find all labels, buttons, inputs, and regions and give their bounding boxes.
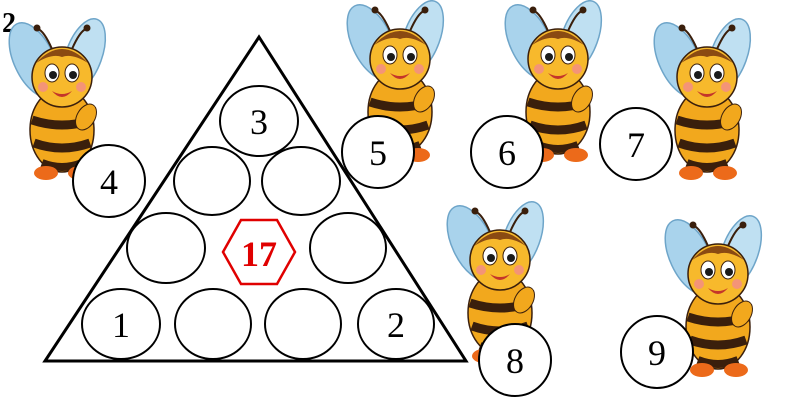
svg-text:4: 4 <box>100 162 118 202</box>
bee-number-card-4[interactable]: 4 <box>73 145 145 217</box>
pyramid-cell-bottom-3[interactable] <box>265 289 341 359</box>
pyramid-cell-row2-right[interactable] <box>262 147 340 215</box>
bee-number-card-5[interactable]: 5 <box>342 116 414 188</box>
pyramid-cell-bottom-4[interactable]: 2 <box>358 289 434 359</box>
bee-number-card-6[interactable]: 6 <box>471 116 543 188</box>
svg-text:3: 3 <box>250 102 268 142</box>
bee-number-card-9[interactable]: 9 <box>621 316 693 388</box>
svg-text:17: 17 <box>241 234 277 274</box>
svg-text:1: 1 <box>112 305 130 345</box>
pyramid-cell-row2-left[interactable] <box>174 147 250 215</box>
svg-text:5: 5 <box>369 133 387 173</box>
pyramid-cell-row3-right[interactable] <box>310 213 386 283</box>
pyramid-cell-top[interactable]: 3 <box>220 86 298 156</box>
pyramid-cell-bottom-1[interactable]: 1 <box>82 289 160 359</box>
svg-text:7: 7 <box>627 125 645 165</box>
pyramid-cell-bottom-2[interactable] <box>175 289 251 359</box>
svg-text:9: 9 <box>648 333 666 373</box>
svg-text:2: 2 <box>387 305 405 345</box>
pyramid-cell-row3-left[interactable] <box>127 213 205 283</box>
svg-text:8: 8 <box>506 341 524 381</box>
bee-number-card-7[interactable]: 7 <box>600 108 672 180</box>
bee-number-card-8[interactable]: 8 <box>479 324 551 396</box>
svg-text:6: 6 <box>498 133 516 173</box>
